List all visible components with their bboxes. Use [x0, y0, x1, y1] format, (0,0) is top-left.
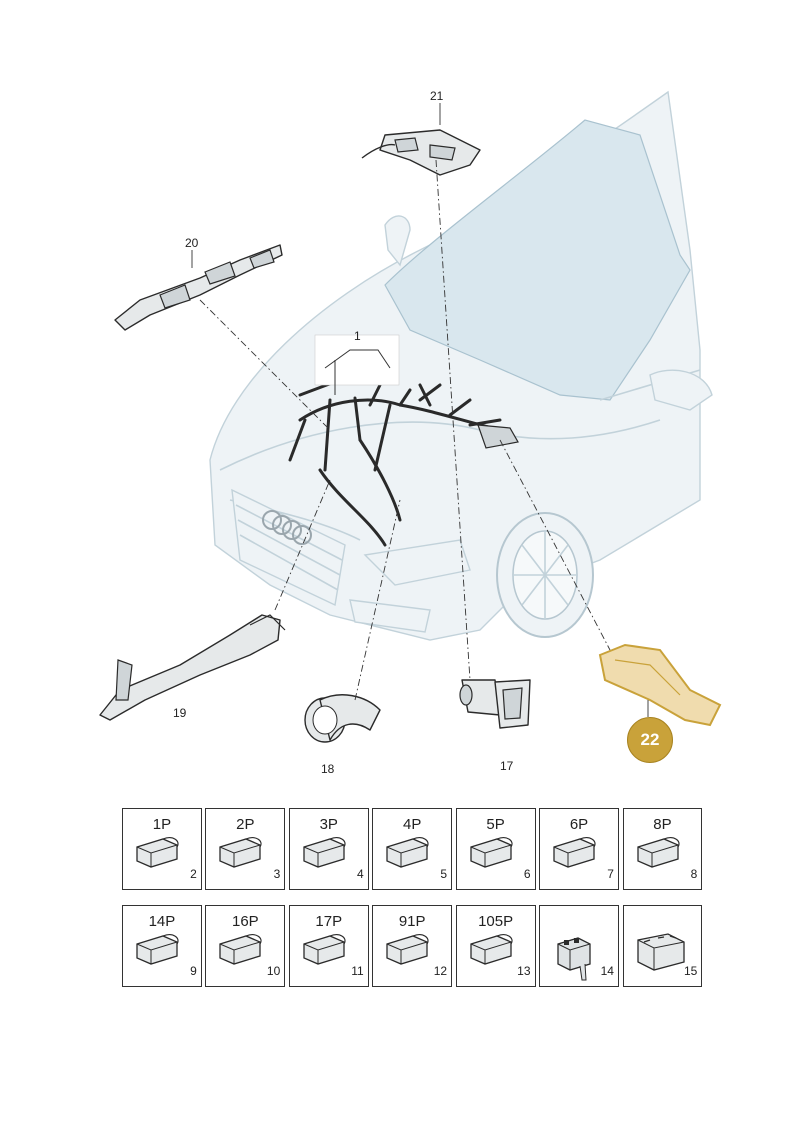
- connector-item-number: 13: [517, 964, 531, 978]
- connector-icon: [470, 934, 513, 965]
- part-1-wiring-harness: [288, 378, 519, 547]
- connector-grid: 1P 2 2P 3 3P 4 4P 5 5P 6 6P 7: [122, 808, 706, 990]
- connector-cell[interactable]: 1P 2: [122, 808, 202, 890]
- connector-item-number: 6: [523, 867, 531, 881]
- connector-pin-label: 3P: [319, 816, 338, 833]
- callout-1: 1: [354, 329, 361, 343]
- connector-pin-label: 1P: [152, 816, 172, 833]
- connector-cell[interactable]: 8P 8: [622, 808, 703, 890]
- exploded-parts-diagram: 1 17 18 19 20 21: [99, 89, 722, 776]
- module-icon: [636, 933, 685, 971]
- connector-pin-label: 8P: [653, 816, 672, 833]
- leader-lines: [199, 159, 611, 701]
- connector-icon: [136, 934, 179, 965]
- connector-item-number: 9: [190, 964, 197, 978]
- callout-18: 18: [321, 762, 335, 776]
- connector-item-number: 12: [433, 964, 448, 978]
- callout-19: 19: [173, 706, 187, 720]
- connector-cell[interactable]: 14: [539, 905, 619, 987]
- connector-item-number: 3: [273, 867, 281, 881]
- connector-cell[interactable]: 5P 6: [455, 808, 536, 890]
- connector-pin-label: 91P: [398, 913, 426, 930]
- connector-icon: [219, 934, 262, 965]
- connector-item-number: 2: [190, 867, 197, 881]
- connector-cell[interactable]: 14P 9: [122, 905, 202, 987]
- connector-pin-label: 14P: [148, 913, 176, 930]
- connector-icon: [553, 837, 596, 868]
- connector-item-number: 4: [356, 867, 364, 881]
- connector-pin-label: 17P: [315, 913, 343, 930]
- connector-icon: [636, 837, 680, 868]
- part-22-highlighted-cover: [598, 643, 722, 727]
- connector-icon: [386, 837, 429, 868]
- connector-cell[interactable]: 6P 7: [539, 808, 619, 890]
- relay-icon: [557, 937, 591, 981]
- part-17-connector-housing: [459, 679, 531, 729]
- connector-cell[interactable]: 4P 5: [372, 808, 453, 890]
- connector-pin-label: 105P: [478, 913, 514, 930]
- connector-row-1: 1P 2 2P 3 3P 4 4P 5 5P 6 6P 7: [122, 808, 706, 890]
- connector-cell[interactable]: 91P 12: [372, 905, 453, 987]
- audi-rings-logo: [262, 510, 312, 545]
- connector-cell[interactable]: 2P 3: [205, 808, 286, 890]
- callout-17: 17: [500, 759, 514, 773]
- callout-21: 21: [430, 89, 444, 103]
- connector-cell[interactable]: 17P 11: [288, 905, 369, 987]
- connector-cell[interactable]: 3P 4: [288, 808, 369, 890]
- connector-icon: [219, 837, 262, 868]
- connector-pin-label: 2P: [236, 816, 255, 833]
- callout-22-badge[interactable]: 22: [627, 717, 673, 763]
- front-wheel: [496, 512, 594, 638]
- connector-item-number: 10: [266, 964, 281, 978]
- connector-cell[interactable]: 105P 13: [455, 905, 536, 987]
- connector-icon: [136, 837, 179, 868]
- part-19-channel: [99, 614, 286, 721]
- connector-icon: [303, 934, 346, 965]
- part-20-cable-duct: [114, 244, 283, 331]
- connector-icon: [303, 837, 346, 868]
- part-21-bracket: [361, 129, 481, 176]
- connector-pin-label: 6P: [569, 816, 589, 833]
- connector-item-number: 11: [351, 964, 364, 978]
- connector-cell[interactable]: 15: [622, 905, 703, 987]
- connector-item-number: 15: [684, 964, 698, 978]
- connector-pin-label: 16P: [231, 913, 259, 930]
- connector-pin-label: 5P: [486, 816, 505, 833]
- part-18-grommet: [304, 694, 381, 743]
- connector-item-number: 8: [690, 867, 698, 881]
- connector-icon: [386, 934, 429, 965]
- connector-cell[interactable]: 16P 10: [205, 905, 286, 987]
- connector-row-2: 14P 9 16P 10 17P 11 91P 12 105P 13 14: [122, 905, 706, 987]
- callout-1-bracket: [314, 334, 400, 395]
- connector-item-number: 14: [600, 964, 614, 978]
- callout-20: 20: [185, 236, 199, 250]
- connector-pin-label: 4P: [403, 816, 422, 833]
- connector-item-number: 5: [440, 867, 448, 881]
- car-body: [209, 90, 713, 641]
- connector-icon: [470, 837, 513, 868]
- connector-item-number: 7: [607, 867, 614, 881]
